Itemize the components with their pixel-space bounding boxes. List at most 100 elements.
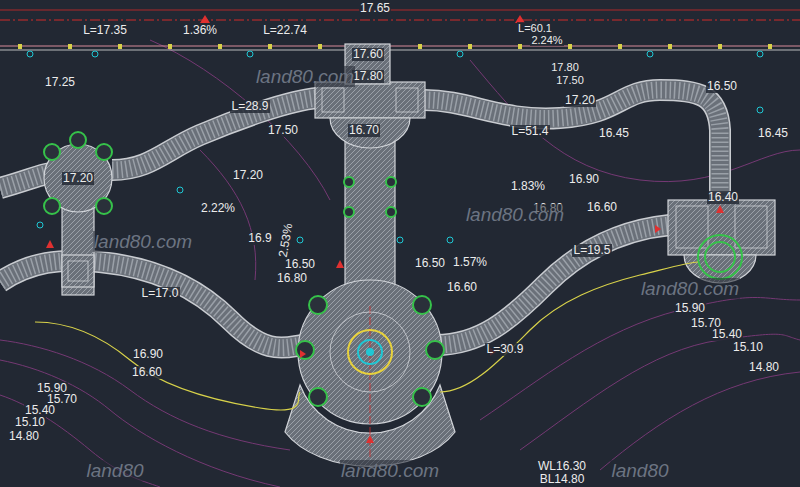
pavilion-details xyxy=(735,206,767,248)
plan-label: 16.90 xyxy=(132,348,164,361)
paving-areas xyxy=(330,118,410,148)
plan-label: L=17.0 xyxy=(140,287,179,300)
watermark: land80.com xyxy=(93,231,193,252)
pavilion-details xyxy=(322,88,344,112)
road-markers xyxy=(218,44,222,49)
elevation-markers xyxy=(655,225,661,233)
fountain xyxy=(358,340,382,364)
tree-symbols xyxy=(92,51,98,57)
plan-label: 17.50 xyxy=(267,124,299,137)
planting-circles xyxy=(413,388,431,406)
plan-label: 16.60 xyxy=(586,201,618,214)
tree-symbols xyxy=(757,107,763,113)
plan-label: 15.10 xyxy=(732,341,764,354)
plan-label: 16.70 xyxy=(348,124,380,137)
planting-circles xyxy=(705,242,735,272)
pavilion-details xyxy=(330,312,410,392)
plan-label: 17.50 xyxy=(555,74,585,86)
planting-circles xyxy=(413,296,431,314)
plan-label: L=28.9 xyxy=(230,100,269,113)
plan-label: WL16.30 xyxy=(537,460,587,473)
watermark: land80.com xyxy=(640,278,740,299)
contour-lines xyxy=(520,334,800,450)
planting-circles xyxy=(386,177,396,187)
walkway xyxy=(0,261,305,348)
paving-areas xyxy=(668,200,775,255)
road-markers xyxy=(718,44,722,49)
walkway xyxy=(436,225,670,345)
plan-label: 2.53% xyxy=(276,221,295,259)
tree-symbols xyxy=(447,237,453,243)
plan-label: 16.60 xyxy=(446,281,478,294)
plan-label: 16.45 xyxy=(598,127,630,140)
planting-circles xyxy=(344,177,354,187)
fountain xyxy=(366,348,374,356)
road-markers xyxy=(618,44,622,49)
paving-areas xyxy=(62,205,94,295)
planting-circles xyxy=(296,341,314,359)
tree-symbols xyxy=(177,187,183,193)
road-markers xyxy=(568,44,572,49)
road-lines xyxy=(0,10,800,11)
plan-label: 16.9 xyxy=(247,232,272,245)
pavilion-details xyxy=(68,88,767,460)
fountain xyxy=(348,330,392,374)
plan-label: 17.25 xyxy=(44,76,76,89)
plan-label: L=19.5 xyxy=(572,244,611,257)
walkway xyxy=(436,225,670,345)
plan-label: 1.36% xyxy=(182,24,218,37)
road-markers xyxy=(268,44,272,49)
plan-label: 17.20 xyxy=(62,172,94,185)
elevation-markers xyxy=(46,240,54,248)
plan-label: 14.80 xyxy=(8,430,40,443)
road-lines xyxy=(0,10,800,50)
plan-label: 17.80 xyxy=(352,70,384,83)
road-markers xyxy=(518,44,522,49)
plan-label: L=22.74 xyxy=(262,24,308,37)
road-lines xyxy=(0,50,800,51)
walkway xyxy=(0,261,305,348)
contour-lines xyxy=(0,40,800,487)
plan-label: 15.90 xyxy=(674,302,706,315)
watermark: land80 xyxy=(610,460,669,481)
tree-symbols xyxy=(37,222,43,228)
road-markers xyxy=(668,44,672,49)
road-markers xyxy=(118,44,122,49)
plan-label: 16.60 xyxy=(131,366,163,379)
plan-label: 1.57% xyxy=(452,256,488,269)
elevation-markers xyxy=(366,435,374,443)
plan-label: 2.22% xyxy=(200,202,236,215)
plan-label: L=30.9 xyxy=(485,343,524,356)
plan-label: 16.50 xyxy=(284,258,316,271)
plan-label: BL14.80 xyxy=(539,473,586,486)
plan-label: 16.40 xyxy=(707,191,739,204)
tree-symbols xyxy=(647,51,653,57)
tree-symbols xyxy=(457,51,463,57)
water-edge xyxy=(35,322,300,410)
planting-circles xyxy=(96,144,112,160)
contour-lines xyxy=(0,340,290,450)
plan-label: 17.20 xyxy=(232,169,264,182)
elevation-markers xyxy=(46,15,724,443)
planting-circles xyxy=(44,144,60,160)
watermark: land80 xyxy=(85,460,144,481)
tree-symbols xyxy=(247,51,253,57)
fountain xyxy=(348,330,392,374)
planting-circles xyxy=(44,198,60,214)
road-markers xyxy=(418,44,422,49)
plan-label: L=51.4 xyxy=(510,125,549,138)
elevation-markers xyxy=(200,15,210,23)
walkway xyxy=(436,225,670,345)
pavilion-details xyxy=(68,261,88,281)
road-lines xyxy=(0,19,800,20)
planting-circles xyxy=(698,235,742,279)
plan-label: 17.80 xyxy=(550,61,580,73)
elevation-markers xyxy=(716,205,724,213)
planting-circles xyxy=(96,198,112,214)
road-markers xyxy=(18,44,772,49)
tree-symbols xyxy=(397,237,403,243)
plan-label: 16.50 xyxy=(414,257,446,270)
plan-label: 16.90 xyxy=(568,173,600,186)
planting-circles xyxy=(344,207,354,217)
planting-circles xyxy=(70,132,86,148)
